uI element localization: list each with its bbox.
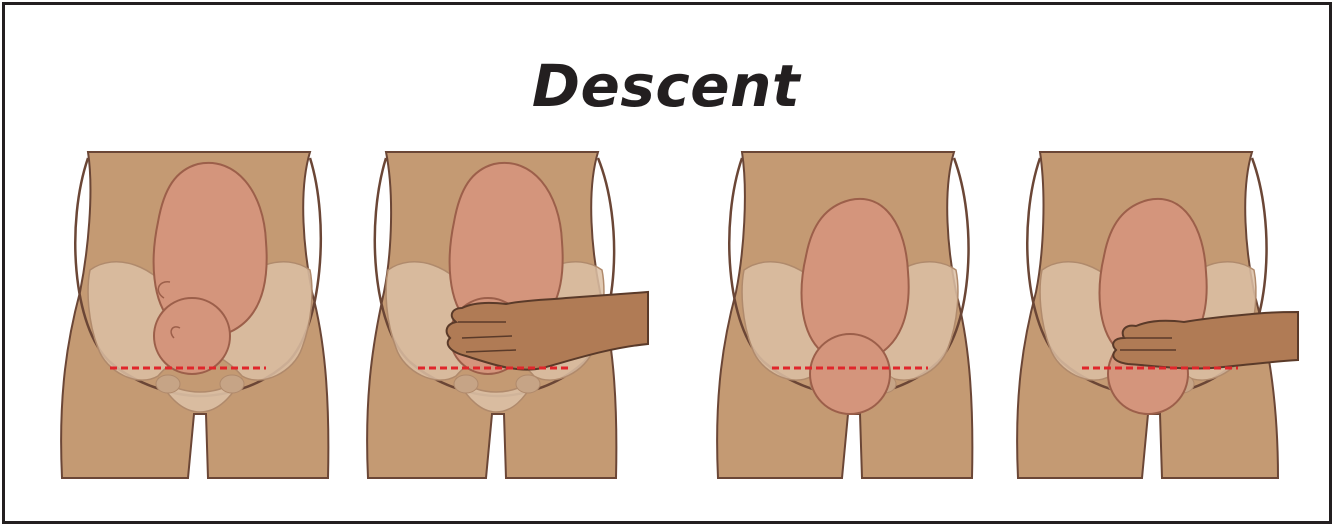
panel-3 bbox=[716, 152, 996, 482]
panel-1-illustration bbox=[60, 152, 340, 482]
examiner-hand bbox=[447, 292, 648, 370]
panel-1 bbox=[60, 152, 340, 482]
panel-3-illustration bbox=[716, 152, 996, 482]
figure-title: Descent bbox=[0, 52, 1332, 120]
panel-2 bbox=[366, 152, 646, 482]
panel-2-illustration bbox=[366, 152, 646, 482]
panel-4 bbox=[1016, 152, 1296, 482]
panel-4-illustration bbox=[1016, 152, 1296, 482]
